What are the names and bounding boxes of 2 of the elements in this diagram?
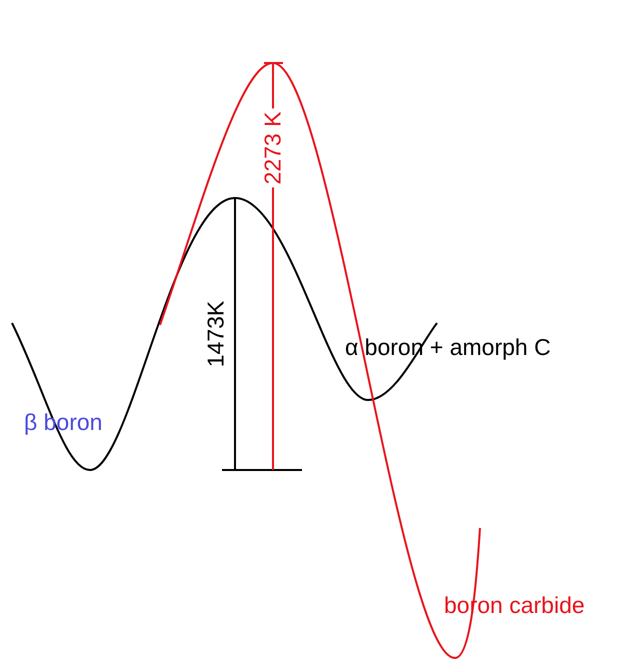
temperature-label: 1473K xyxy=(204,300,228,368)
phase-label: α boron + amorph C xyxy=(345,336,551,359)
